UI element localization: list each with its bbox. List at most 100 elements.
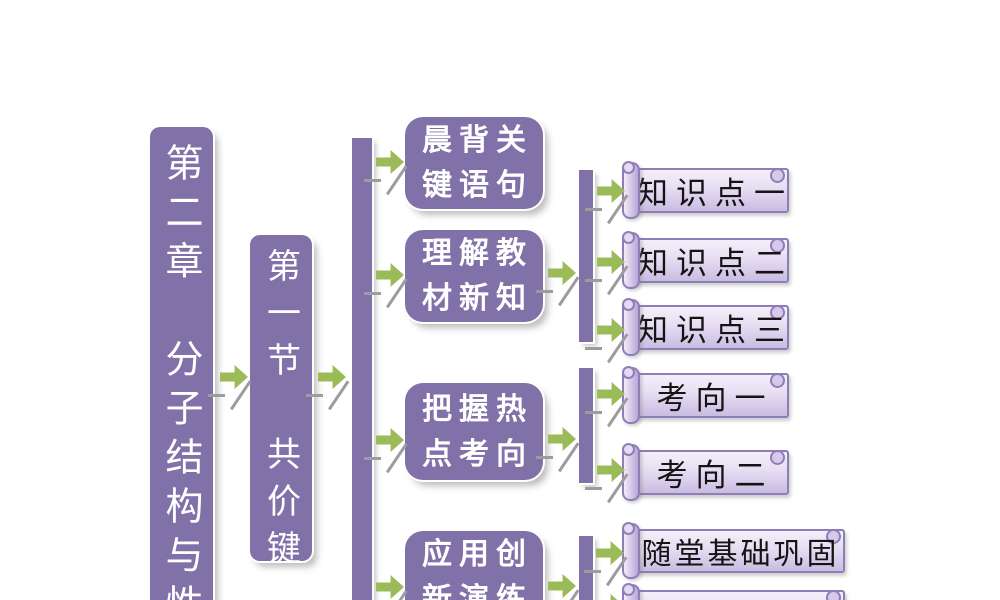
connector-slash (327, 380, 350, 410)
arrow-right-icon (548, 427, 576, 451)
flow-arrow (536, 261, 580, 306)
module-box-innovative-practice: 应用创 新演练 (405, 531, 543, 600)
scroll-body: 考向一 (633, 373, 789, 418)
flow-arrow (364, 263, 408, 308)
arrow-right-icon (597, 382, 625, 406)
banner-label: 考向二 (656, 458, 774, 494)
flow-arrow (536, 427, 580, 472)
connector-tick (536, 290, 553, 293)
banner-exam-direction-2: 考向二 (622, 443, 789, 501)
banner-label: 知识点三 (637, 313, 793, 349)
flow-arrow (585, 250, 629, 295)
flow-arrow (306, 365, 350, 410)
connector-spine-knowledge (579, 170, 593, 342)
arrow-right-icon (597, 458, 625, 482)
flow-arrow (585, 179, 629, 224)
scroll-roll-icon (622, 522, 640, 579)
banner-exam-direction-1: 考向一 (622, 366, 789, 424)
arrow-right-icon (318, 365, 346, 389)
module-box-understand-textbook: 理解教 材新知 (405, 230, 543, 322)
arrow-right-icon (376, 263, 404, 287)
scroll-curl-icon (622, 583, 635, 596)
connector-tick (585, 279, 602, 282)
scroll-curl-icon (770, 168, 785, 183)
connector-slash (229, 380, 252, 410)
module-line: 晨背关 (422, 123, 533, 158)
banner-label: 考向一 (656, 381, 774, 417)
flow-arrow (596, 594, 624, 600)
scroll-curl-icon (770, 305, 785, 320)
arrow-right-icon (376, 575, 404, 599)
scroll-roll-icon (622, 583, 640, 600)
arrow-right-icon (596, 541, 624, 565)
chapter-box: 第二章 分子结构与性质 (150, 127, 213, 600)
flow-arrow (585, 458, 629, 503)
scroll-body: 考向二 (633, 450, 789, 495)
module-line: 把握热 (422, 391, 533, 427)
connector-slash (557, 442, 580, 472)
flow-arrow (585, 382, 629, 427)
connector-tick (584, 570, 601, 573)
scroll-body: 知识点二 (633, 238, 789, 283)
connector-tick (585, 208, 602, 211)
module-box-morning-recite: 晨背关 键语句 (405, 117, 543, 209)
arrow-right-icon (596, 594, 624, 600)
banner-knowledge-point-1: 知识点一 (622, 161, 789, 219)
scroll-curl-icon (826, 590, 841, 600)
connector-tick (585, 347, 602, 350)
banner-practice-consolidation: 随堂基础巩固 (622, 522, 845, 579)
module-line: 应用创 (422, 537, 533, 572)
scroll-curl-icon (622, 443, 635, 456)
scroll-roll-icon (622, 298, 640, 356)
connector-tick (585, 487, 602, 490)
scroll-body: 随堂基础巩固 (633, 529, 845, 573)
flow-arrow (585, 318, 629, 363)
scroll-curl-icon (622, 231, 635, 244)
scroll-roll-icon (622, 443, 640, 501)
module-line: 新演练 (422, 582, 533, 600)
section-title: 第一节 共价键 (260, 248, 301, 577)
banner-label: 知识点二 (637, 246, 793, 282)
flow-arrow (364, 150, 408, 195)
scroll-body: 知识点三 (633, 305, 789, 350)
module-line: 点考向 (422, 436, 533, 472)
connector-slash (557, 276, 580, 306)
arrow-right-icon (548, 261, 576, 285)
connector-tick (364, 179, 381, 182)
banner-label: 随堂基础巩固 (641, 537, 840, 572)
scroll-body: 知识点一 (633, 168, 789, 213)
arrow-right-icon (376, 428, 404, 452)
section-box: 第一节 共价键 (250, 235, 312, 577)
banner-knowledge-point-2: 知识点二 (622, 231, 789, 289)
arrow-right-icon (597, 318, 625, 342)
connector-tick (208, 394, 225, 397)
module-line: 理解教 (422, 236, 533, 271)
flow-arrow (364, 428, 408, 473)
scroll-curl-icon (622, 298, 635, 311)
module-line: 材新知 (422, 281, 533, 316)
flow-arrow (548, 574, 580, 600)
scroll-curl-icon (770, 238, 785, 253)
connector-tick (585, 411, 602, 414)
scroll-body (633, 590, 845, 600)
connector-slash (385, 165, 408, 195)
flow-arrow (376, 575, 408, 600)
banner-knowledge-point-3: 知识点三 (622, 298, 789, 356)
connector-tick (364, 292, 381, 295)
banner-practice-partial (622, 583, 845, 600)
banner-label: 知识点一 (637, 176, 793, 212)
scroll-curl-icon (770, 450, 785, 465)
connector-tick (306, 394, 323, 397)
chapter-title: 第二章 分子结构与性质 (159, 143, 203, 600)
module-box-hot-exam-topics: 把握热 点考向 (405, 383, 543, 480)
scroll-curl-icon (622, 161, 635, 174)
connector-slash (385, 443, 408, 473)
arrow-right-icon (597, 179, 625, 203)
scroll-curl-icon (622, 522, 635, 535)
arrow-right-icon (220, 365, 248, 389)
connector-spine-main (352, 138, 372, 600)
module-line: 键语句 (422, 168, 533, 203)
scroll-curl-icon (622, 366, 635, 379)
scroll-curl-icon (826, 529, 841, 544)
